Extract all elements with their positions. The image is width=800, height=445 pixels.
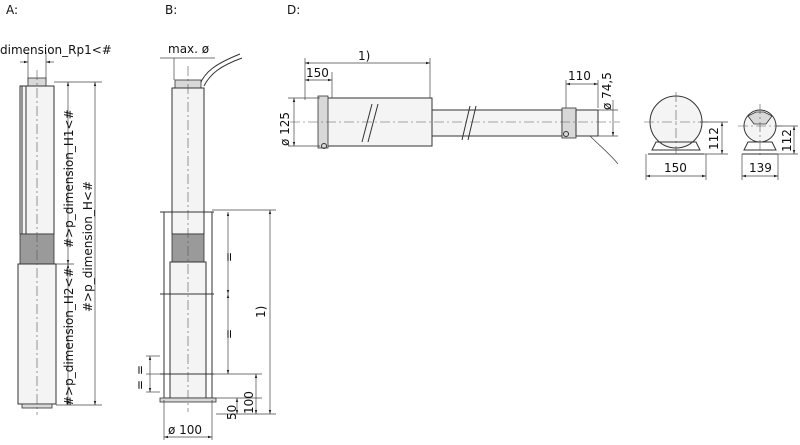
- d-overall-note-text: 1): [358, 49, 370, 63]
- dim-110-text: 110: [568, 69, 591, 83]
- dim-150-b-text: 150: [664, 161, 687, 175]
- dia-125-text: ø 125: [278, 112, 292, 146]
- d-150-text: 150: [306, 66, 329, 80]
- dim-50-text: 50: [225, 405, 239, 420]
- cable-d: [589, 135, 619, 165]
- dim-100-text: 100: [242, 391, 256, 414]
- break-mark-1a: [361, 103, 373, 143]
- rp1-dimension-text: dimension_Rp1<#: [0, 43, 112, 57]
- equal-sign-4: =: [133, 380, 147, 390]
- pump-coupling: [561, 107, 577, 139]
- pump-body-horizontal: [431, 109, 563, 137]
- view-a-label: A:: [6, 3, 18, 17]
- dim-112-a-text: 112: [707, 127, 721, 150]
- view-b-pump-mounted: B: max. ø ø 100 1) = =: [133, 3, 276, 440]
- overall-note-text: 1): [254, 306, 268, 318]
- cable-outline: [203, 57, 243, 87]
- upper-body-rail: [21, 85, 27, 235]
- dim-112-b-text: 112: [780, 129, 794, 152]
- view-d-horizontal: D: 1) 150 ø 125 110: [278, 3, 798, 180]
- coupling-bolt: [563, 131, 569, 137]
- view-b-label: B:: [165, 3, 177, 17]
- pump-outlet: [575, 109, 599, 137]
- h2-dimension-text: #>p_dimension_H2<#: [62, 267, 76, 406]
- break-mark-1b: [367, 103, 379, 143]
- equal-sign-1: =: [222, 252, 236, 262]
- clamp-view-support: [743, 141, 777, 151]
- view-a-pump: A: dimension_Rp1<# #>p_dimension_H1<# #>…: [0, 3, 112, 415]
- dia-74-5-text: ø 74,5: [600, 72, 614, 110]
- equal-sign-3: =: [133, 365, 147, 375]
- shroud-base: [159, 397, 217, 403]
- end-view-support: [651, 141, 701, 151]
- dia-100-text: ø 100: [168, 423, 202, 437]
- dim-139-text: 139: [749, 161, 772, 175]
- shroud-bolt: [321, 143, 327, 149]
- break-mark-2a: [461, 105, 471, 141]
- equal-sign-2: =: [222, 329, 236, 339]
- break-mark-2b: [467, 105, 477, 141]
- h1-dimension-text: #>p_dimension_H1<#: [62, 109, 76, 248]
- max-diameter-text: max. ø: [168, 42, 209, 56]
- view-d-label: D:: [287, 3, 300, 17]
- h-dimension-text: #>p_dimension_H<#: [81, 181, 95, 312]
- cable: [199, 53, 241, 85]
